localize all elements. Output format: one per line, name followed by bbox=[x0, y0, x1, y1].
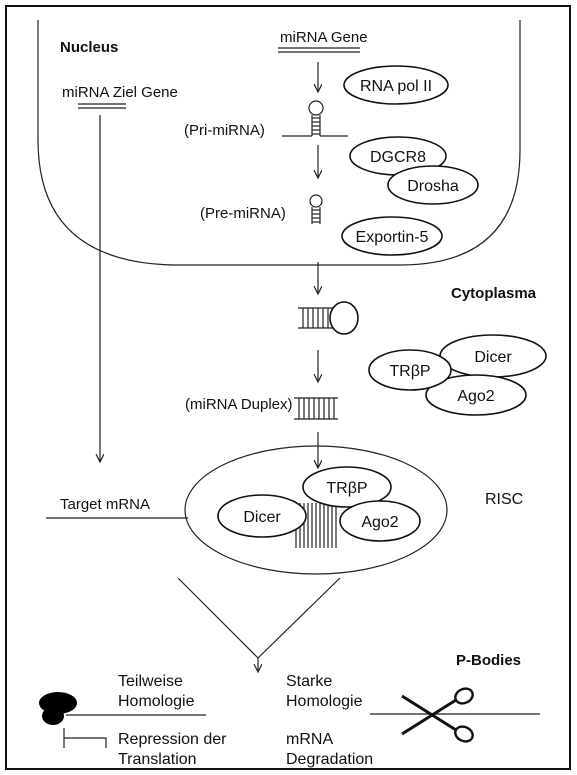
dgcr8-label: DGCR8 bbox=[370, 149, 426, 166]
ago2-node: Ago2 bbox=[425, 374, 527, 416]
repression-bracket-icon bbox=[63, 728, 107, 748]
target-genes-label: miRNA Ziel Gene bbox=[62, 84, 178, 101]
dicer-node: Dicer bbox=[439, 334, 547, 378]
rna-pol-ii-node: RNA pol II bbox=[343, 65, 449, 105]
exportin-5-label: Exportin-5 bbox=[356, 229, 429, 246]
branch-left-line bbox=[177, 577, 259, 659]
ago2-label: Ago2 bbox=[457, 388, 494, 405]
risc-label: RISC bbox=[485, 491, 523, 508]
pri-mirna-label: (Pri-miRNA) bbox=[184, 122, 265, 139]
mirna-duplex-icon bbox=[294, 397, 338, 420]
target-mrna-label: Target mRNA bbox=[60, 496, 150, 513]
trbp-label: TRβP bbox=[389, 363, 430, 380]
repression-line-1: Repression der bbox=[118, 731, 227, 748]
pre-mirna-hairpin-icon bbox=[309, 194, 323, 224]
outer-frame bbox=[5, 5, 571, 770]
risc-trbp-label: TRβP bbox=[326, 480, 367, 497]
risc-complex-boundary bbox=[184, 445, 448, 575]
drosha-node: Drosha bbox=[387, 165, 479, 205]
risc-trbp-node: TRβP bbox=[302, 466, 392, 508]
partial-homology-line-2: Homologie bbox=[118, 693, 195, 710]
branch-right-line bbox=[257, 577, 341, 659]
cytoplasmic-pre-mirna-icon bbox=[298, 301, 359, 335]
degradation-line-1: mRNA bbox=[286, 731, 333, 748]
p-bodies-label: P-Bodies bbox=[456, 652, 521, 669]
ribosome-icon bbox=[39, 692, 77, 725]
risc-ago2-node: Ago2 bbox=[339, 500, 421, 542]
exportin-5-node: Exportin-5 bbox=[341, 216, 443, 256]
risc-dicer-label: Dicer bbox=[243, 509, 281, 526]
dgcr8-node: DGCR8 bbox=[349, 136, 447, 176]
nucleus-boundary bbox=[37, 20, 521, 266]
cytoplasm-label: Cytoplasma bbox=[451, 285, 537, 302]
partial-homology-line-1: Teilweise bbox=[118, 673, 183, 690]
pre-mirna-label: (Pre-miRNA) bbox=[200, 205, 286, 222]
degradation-line-2: Degradation bbox=[286, 751, 373, 768]
repression-line-2: Translation bbox=[118, 751, 197, 768]
mirna-gene-label: miRNA Gene bbox=[280, 29, 368, 46]
nucleus-label: Nucleus bbox=[60, 39, 118, 56]
trbp-node: TRβP bbox=[368, 349, 452, 391]
pri-mirna-hairpin-icon bbox=[282, 100, 348, 137]
rna-pol-ii-label: RNA pol II bbox=[360, 78, 432, 95]
duplex-label: (miRNA Duplex) bbox=[185, 396, 293, 413]
risc-ago2-label: Ago2 bbox=[361, 514, 398, 531]
strong-homology-line-1: Starke bbox=[286, 673, 332, 690]
strong-homology-line-2: Homologie bbox=[286, 693, 363, 710]
risc-dicer-node: Dicer bbox=[217, 494, 307, 538]
dicer-label: Dicer bbox=[474, 349, 512, 366]
drosha-label: Drosha bbox=[407, 178, 459, 195]
scissors-icon bbox=[401, 687, 474, 743]
